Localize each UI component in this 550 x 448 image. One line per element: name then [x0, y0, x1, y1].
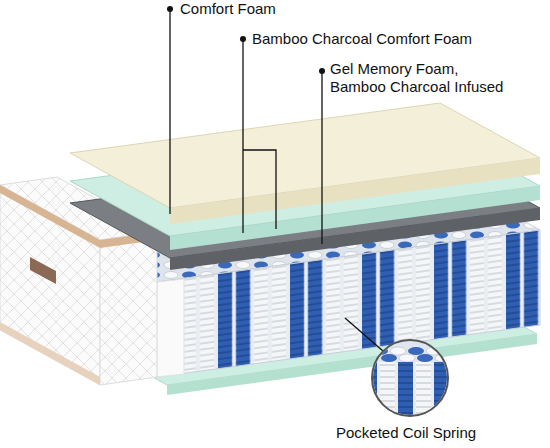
label-slot: Pocketed Coil Spring	[336, 424, 476, 442]
callout-label: Gel Memory Foam, Bamboo Charcoal Infused	[330, 60, 510, 96]
label-slot: Bamboo Charcoal Comfort Foam	[252, 30, 472, 48]
label-slot: Gel Memory Foam, Bamboo Charcoal Infused	[330, 60, 510, 96]
callout-label: Bamboo Charcoal Comfort Foam	[252, 30, 472, 48]
callout-label: Pocketed Coil Spring	[336, 424, 476, 442]
label-slot: Comfort Foam	[180, 0, 276, 18]
callout-label: Comfort Foam	[180, 0, 276, 18]
